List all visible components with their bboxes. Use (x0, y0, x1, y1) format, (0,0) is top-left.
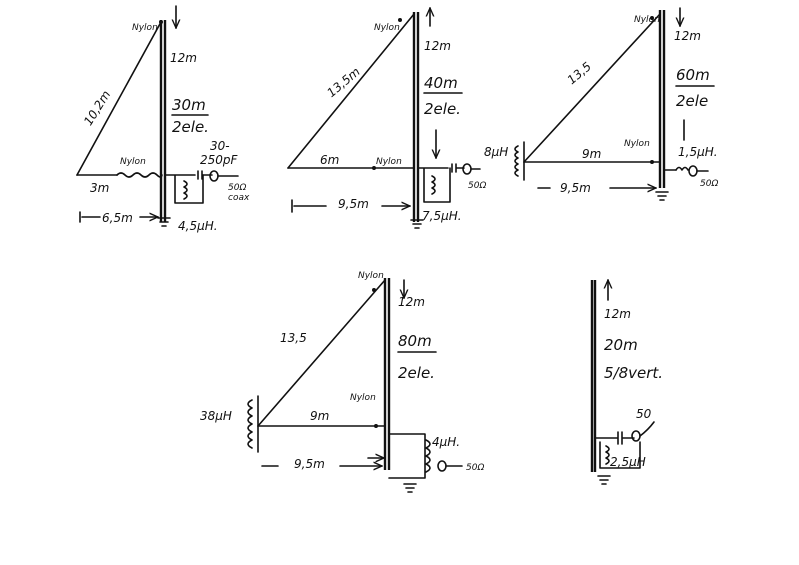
mid-insulator-mark (372, 166, 376, 170)
guy-length-label: 9m (310, 409, 329, 423)
band-label: 40m (424, 74, 458, 92)
antenna-80m: Nylon 12m 13,5 80m 2ele. Nylon 38μH 9m 4… (200, 271, 484, 493)
mast-height-label: 12m (398, 295, 425, 309)
feed-note-label: coax (228, 193, 250, 203)
coax-connector-icon (209, 170, 219, 182)
mid-insulator-mark (650, 160, 654, 164)
top-insulator-mark (159, 20, 163, 24)
ground-icon (403, 483, 417, 493)
antenna-60m: Nylon 12m 13,5 60m 2ele 8μH 9m Nylon 1,5… (484, 7, 718, 201)
top-insulator-label: Nylon (634, 15, 660, 25)
coil-label: 7,5μH. (422, 209, 462, 223)
coil-symbol (425, 439, 431, 473)
guy-length-label: 6m (320, 153, 339, 167)
sloper-wire (257, 279, 386, 427)
type-label: 5/8vert. (604, 364, 663, 382)
mid-insulator-label: Nylon (350, 393, 376, 403)
top-insulator-mark (398, 18, 402, 22)
elements-label: 2ele. (172, 118, 209, 136)
coil-symbol (183, 180, 188, 200)
coil-symbol (605, 445, 610, 465)
tuning-network (164, 174, 204, 204)
feed-label: 50Ω (466, 463, 484, 473)
mast-height-label: 12m (424, 39, 451, 53)
base-spacing-label: 9,5m (294, 457, 325, 471)
base-spacing-label: 6,5m (102, 211, 133, 225)
coax-connector-icon (462, 163, 472, 175)
ground-icon (597, 475, 611, 485)
top-insulator-label: Nylon (358, 271, 384, 281)
feed-label: 50Ω (468, 181, 486, 191)
base-spacing-label: 9,5m (560, 181, 591, 195)
coax-connector-icon (437, 460, 447, 472)
sloper-length-label: 13,5 (565, 59, 594, 87)
feed-label: 50Ω (700, 179, 718, 189)
elements-label: 2ele. (398, 364, 435, 382)
elements-label: 2ele. (424, 100, 461, 118)
top-insulator-label: Nylon (132, 23, 158, 33)
feed-label: 50 (636, 407, 652, 421)
band-label: 30m (172, 96, 206, 114)
base-coil-symbol (675, 166, 689, 171)
sloper-wire (76, 21, 162, 176)
guy-length-label: 3m (90, 181, 109, 195)
band-label: 20m (604, 336, 638, 354)
elements-label: 2ele (676, 92, 708, 110)
coax-line (639, 421, 655, 437)
coil-label: 4μH. (432, 435, 460, 449)
loading-coil-label: 38μH (200, 409, 232, 423)
coax-connector-icon (631, 430, 641, 442)
ground-icon (410, 219, 424, 229)
top-insulator-mark (372, 288, 376, 292)
nylon-rope (116, 172, 163, 178)
mast-height-label: 12m (674, 29, 701, 43)
base-coil-label: 1,5μH. (678, 145, 718, 159)
coax-connector-icon (688, 165, 698, 177)
top-insulator-mark (650, 16, 654, 20)
sloper-length-label: 10,2m (81, 88, 113, 128)
tuning-network (388, 433, 426, 479)
mast-height-label: 12m (604, 307, 631, 321)
tuning-network (599, 441, 641, 469)
sloper-wire (523, 13, 661, 163)
mid-insulator-mark (374, 424, 378, 428)
antenna-40m: Nylon 12m 13,5m 40m 2ele. 6m Nylon 9,5m … (287, 8, 486, 229)
antenna-20m: 12m 20m 5/8vert. 50 2,5μH (590, 280, 663, 485)
tuning-network (417, 167, 451, 203)
feed-label: 50Ω (228, 183, 246, 193)
capacitor-symbol (451, 163, 465, 173)
loading-coil-symbol (514, 141, 525, 181)
coil-label: 2,5μH (610, 455, 646, 469)
sloper-wire (287, 13, 415, 169)
top-insulator-label: Nylon (374, 23, 400, 33)
coil-label: 4,5μH. (178, 219, 218, 233)
base-spacing-label: 9,5m (338, 197, 369, 211)
antenna-30m: Nylon 12m 10,2m 30m 2ele. Nylon 30- 250p… (76, 5, 250, 233)
coil-symbol (431, 175, 436, 195)
mid-insulator-label: Nylon (376, 157, 402, 167)
sloper-length-label: 13,5 (280, 331, 307, 345)
capacitor-label: 30- (210, 139, 230, 153)
mid-insulator-label: Nylon (120, 157, 146, 167)
loading-coil-symbol (247, 395, 259, 453)
band-label: 80m (398, 332, 432, 350)
capacitor-symbol (594, 431, 635, 445)
ground-icon (157, 217, 171, 227)
sloper-length-label: 13,5m (324, 65, 362, 100)
band-label: 60m (676, 66, 710, 84)
loading-coil-label: 8μH (484, 145, 508, 159)
mast-height-label: 12m (170, 51, 197, 65)
capacitor-range-label: 250pF (200, 153, 239, 167)
guy-length-label: 9m (582, 147, 601, 161)
ground-icon (655, 191, 669, 201)
mid-insulator-label: Nylon (624, 139, 650, 149)
